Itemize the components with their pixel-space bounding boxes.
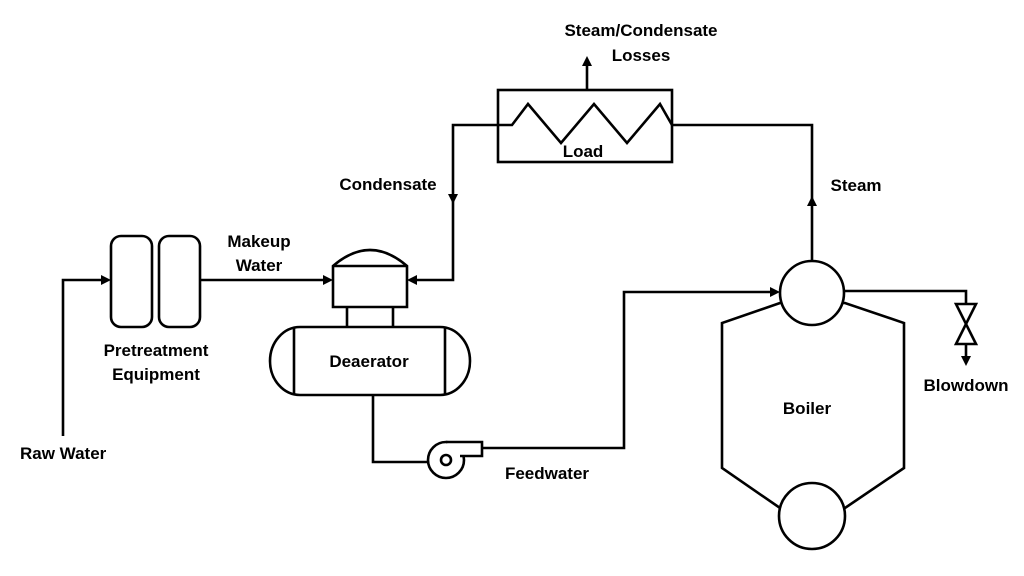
steam-pipe <box>672 123 814 263</box>
pretreatment-vessel-left <box>109 234 154 329</box>
makeup-water-label-line1: Makeup <box>227 232 290 251</box>
feedwater-arrow <box>770 287 780 297</box>
pretreatment-label-line2: Equipment <box>112 365 200 384</box>
steam-label: Steam <box>830 176 881 195</box>
deaerator-outlet-pipe <box>371 395 428 464</box>
feedwater-label: Feedwater <box>505 464 589 483</box>
raw-water-pipe <box>61 278 105 436</box>
makeup-water-arrow <box>323 275 333 285</box>
boiler-label: Boiler <box>783 399 832 418</box>
makeup-water-label-line2: Water <box>236 256 283 275</box>
deaerator-head <box>331 248 409 309</box>
blowdown-valve-bottom <box>953 321 979 346</box>
losses-label-line2: Losses <box>612 46 671 65</box>
condensate-arrow-down <box>448 194 458 204</box>
losses-label-line1: Steam/Condensate <box>564 21 717 40</box>
boiler-mud-drum <box>777 481 847 551</box>
condensate-label: Condensate <box>339 175 436 194</box>
pretreatment-vessel-right <box>157 234 202 329</box>
deaerator-label: Deaerator <box>329 352 409 371</box>
raw-water-arrow <box>101 275 111 285</box>
load-coil <box>498 101 674 146</box>
losses-arrow <box>582 56 592 66</box>
feedwater-pipe <box>482 290 773 450</box>
blowdown-arrow <box>961 356 971 366</box>
steam-arrow <box>807 196 817 206</box>
condensate-pipe <box>414 123 498 282</box>
condensate-arrow-left <box>407 275 417 285</box>
pretreatment-label-line1: Pretreatment <box>104 341 209 360</box>
blowdown-pipe <box>844 289 968 304</box>
load-label: Load <box>563 142 604 161</box>
boiler-steam-drum <box>778 259 846 327</box>
feed-pump-impeller <box>439 453 453 467</box>
raw-water-label: Raw Water <box>20 444 107 463</box>
blowdown-valve-top <box>953 302 979 327</box>
deaerator-tank <box>268 325 472 397</box>
blowdown-label: Blowdown <box>924 376 1009 395</box>
